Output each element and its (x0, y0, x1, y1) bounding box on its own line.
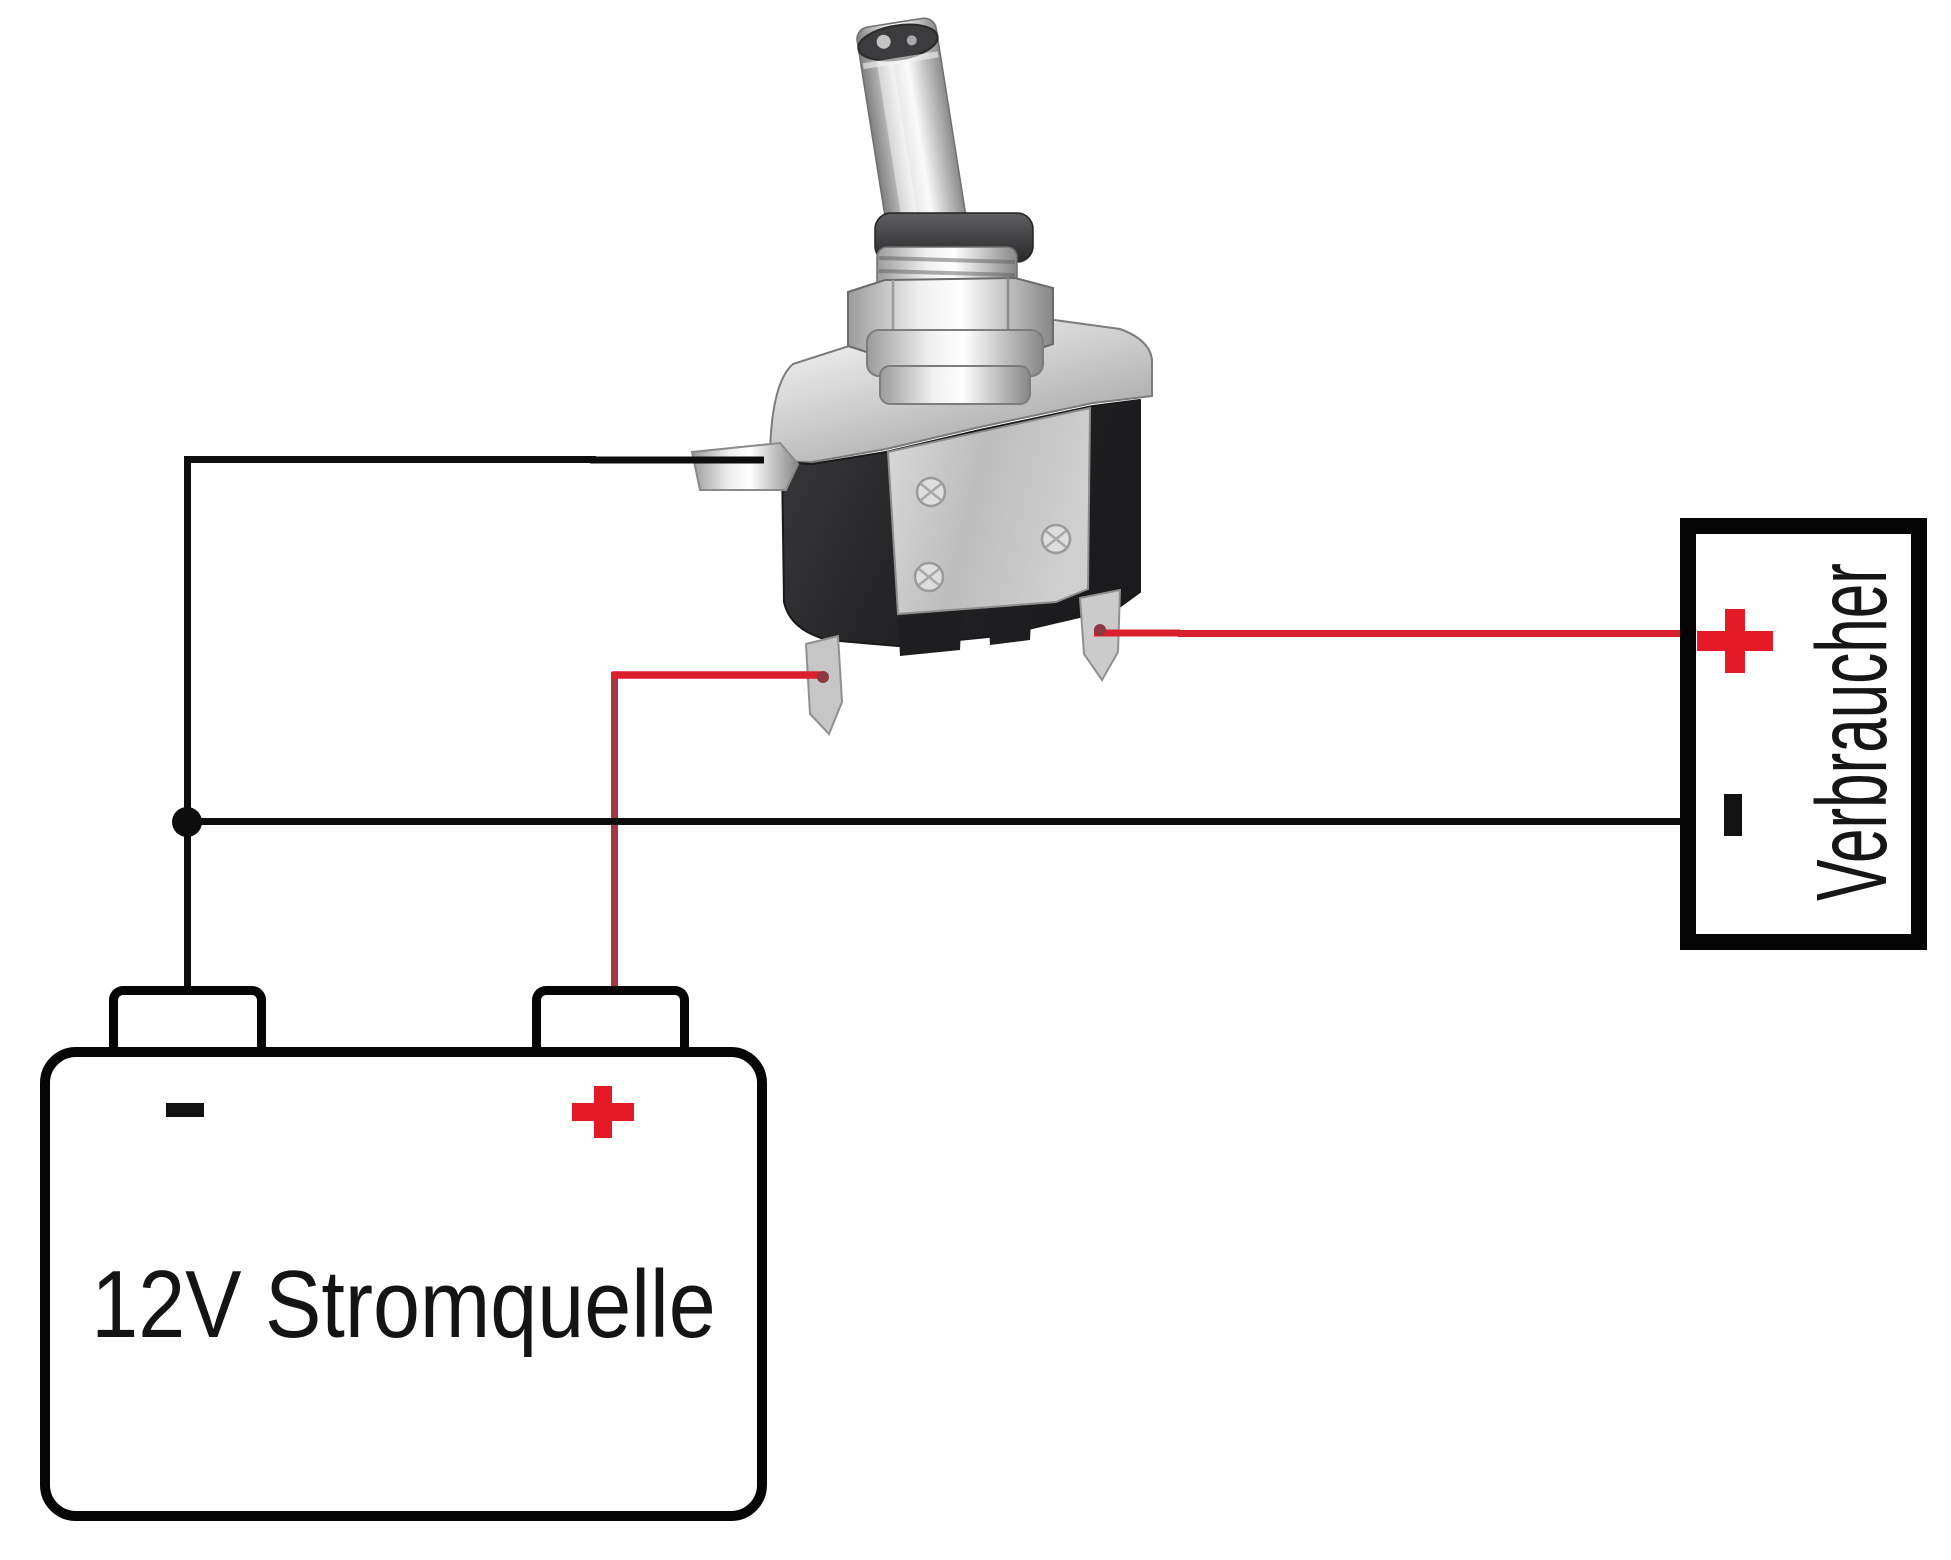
battery-positive-symbol: + (572, 1086, 634, 1156)
switch-body-tab (988, 600, 1032, 645)
switch-terminal-left (690, 441, 800, 491)
screw-icon (915, 476, 947, 508)
terminal-hole (817, 671, 829, 683)
load-label: Verbraucher (1795, 563, 1908, 901)
switch-lever (856, 17, 969, 252)
battery-terminal-positive (532, 986, 689, 1058)
minus-shape-bar (1724, 794, 1742, 836)
wire-black-negative-vertical (184, 456, 191, 990)
switch-face-plate (886, 406, 1092, 616)
toggle-switch-photo (590, 17, 1180, 736)
screw-icon (913, 561, 945, 593)
plus-shape-bar (1725, 609, 1745, 673)
battery-negative-symbol: - (166, 1095, 204, 1125)
plus-shape-bar (594, 1086, 612, 1138)
switch-base-collar (879, 365, 1031, 405)
load-negative-symbol: - (1724, 794, 1742, 836)
switch-body-tab (898, 610, 962, 656)
wire-red-load-positive (1178, 630, 1682, 637)
wire-black-return (184, 818, 1684, 825)
load-box (1680, 518, 1927, 950)
load-positive-symbol: + (1697, 609, 1773, 673)
battery-label: 12V Stromquelle (91, 1251, 716, 1358)
wire-black-switch-feed (184, 456, 596, 463)
battery-box (40, 1047, 767, 1521)
wire-red-battery-positive-vertical (611, 672, 618, 990)
battery-terminal-negative (109, 986, 266, 1058)
terminal-hole (1094, 624, 1106, 636)
minus-shape-bar (166, 1103, 204, 1117)
wire-junction-dot (172, 807, 202, 837)
switch-terminal-bottom-left (804, 634, 844, 736)
screw-icon (1040, 523, 1072, 555)
